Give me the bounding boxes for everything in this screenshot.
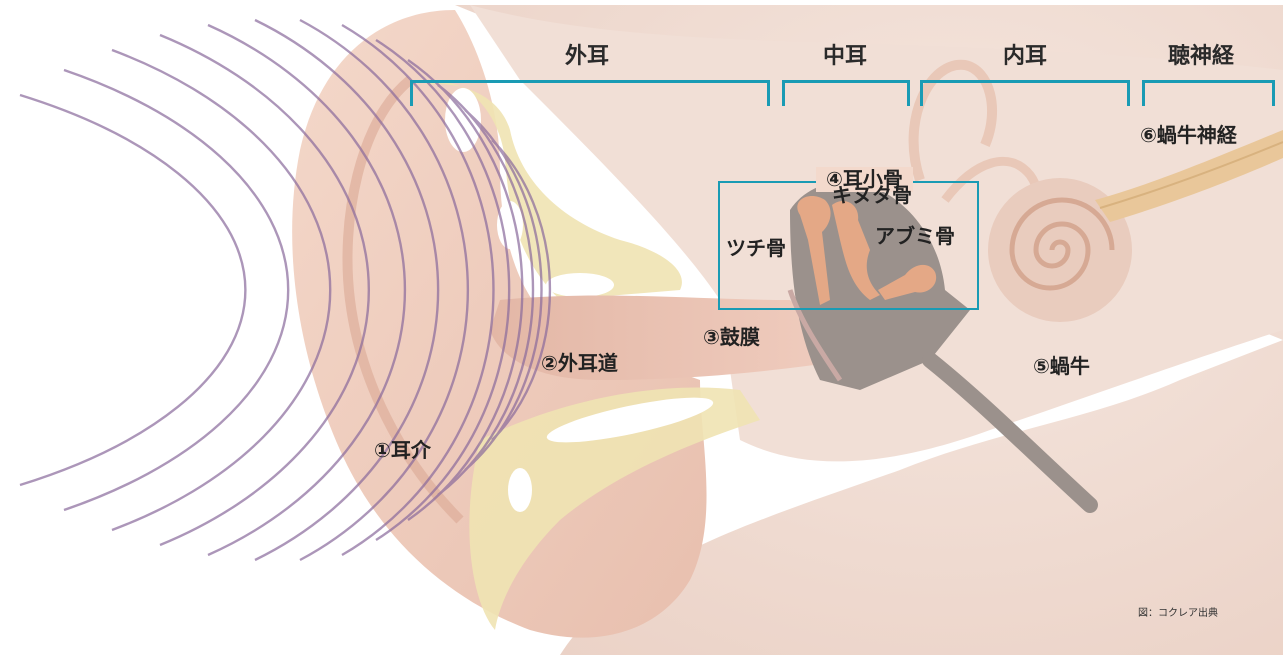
source-credit: 図：コクレア出典: [1138, 609, 1218, 619]
cochlea-label: ⑤蝸牛: [1033, 356, 1090, 376]
outer-ear-label: 外耳: [565, 46, 609, 68]
ear-canal-label: ②外耳道: [541, 353, 618, 373]
outer-ear-bracket: [410, 80, 770, 106]
middle-ear-bracket: [782, 80, 910, 106]
cartilage-hole-5: [508, 468, 532, 512]
incus-label: キヌタ骨: [832, 185, 912, 205]
malleus-label: ツチ骨: [726, 238, 786, 258]
stapes-label: アブミ骨: [875, 226, 955, 246]
auditory-nerve-bracket: [1142, 80, 1275, 106]
cartilage-hole-3: [546, 273, 614, 297]
sound-wave-arc: [20, 95, 245, 485]
inner-ear-label: 内耳: [1003, 46, 1047, 68]
cochlear-nerve-label: ⑥蝸牛神経: [1140, 125, 1237, 145]
pinna-label: ①耳介: [374, 440, 431, 460]
eardrum-label: ③鼓膜: [703, 327, 760, 347]
auditory-nerve-label: 聴神経: [1168, 46, 1234, 68]
inner-ear-bracket: [920, 80, 1130, 106]
middle-ear-label: 中耳: [823, 46, 867, 68]
